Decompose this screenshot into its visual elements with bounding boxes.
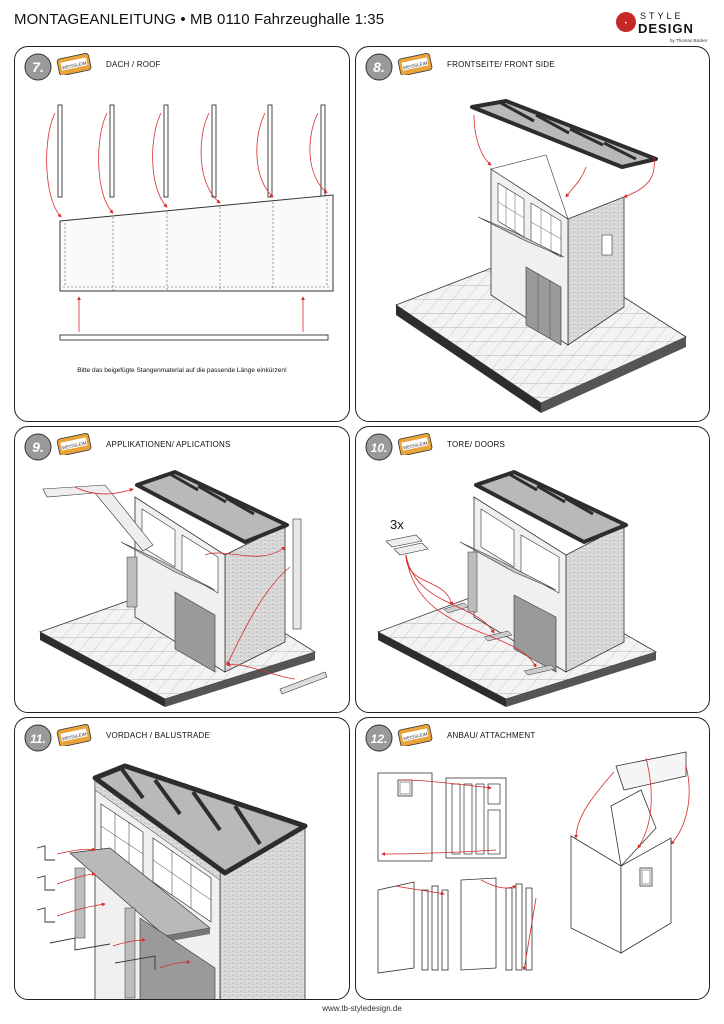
logo-badge-icon: · STYLE DESIGN by Thomas Bäcker — [616, 11, 708, 43]
step-panel-10: 10. WEISSLEIM TORE/ DOORS 3x — [355, 426, 710, 713]
step-number: 9. — [32, 439, 44, 455]
glue-bottle-icon: WEISSLEIM — [56, 53, 92, 75]
step-number-badge: 8. — [365, 53, 393, 81]
step-panel-9: 9. WEISSLEIM APPLIKATIONEN/ APLICATIONS — [14, 426, 350, 713]
step-number: 10. — [371, 441, 388, 455]
step-panel-11: 11. WEISSLEIM VORDACH / BALUSTRADE — [14, 717, 350, 1000]
logo-line2: DESIGN — [638, 21, 694, 36]
step-title: VORDACH / BALUSTRADE — [106, 731, 211, 740]
step-number-badge: 11. — [24, 724, 52, 752]
step-panel-8: 8. WEISSLEIM FRONTSEITE/ FRONT SIDE — [355, 46, 710, 422]
attachment-diagram — [377, 751, 690, 974]
step-title: TORE/ DOORS — [447, 440, 506, 449]
glue-bottle-icon: WEISSLEIM — [56, 724, 92, 746]
step-note: Bitte das beigefügte Stangenmaterial auf… — [77, 367, 287, 374]
canopy-balustrade-diagram — [36, 763, 308, 999]
glue-label: WEISSLEIM — [403, 731, 429, 741]
step-number-badge: 12. — [365, 724, 393, 752]
footer-url: www.tb-styledesign.de — [322, 1004, 402, 1013]
step-number-badge: 9. — [24, 433, 52, 461]
step-number: 7. — [32, 59, 44, 75]
step-number: 8. — [373, 59, 385, 75]
logo-byline: by Thomas Bäcker — [670, 38, 708, 43]
glue-bottle-icon: WEISSLEIM — [397, 433, 433, 455]
glue-label: WEISSLEIM — [62, 731, 88, 741]
front-side-diagram — [395, 99, 687, 413]
roof-assembly-diagram — [46, 104, 334, 341]
step-title: DACH / ROOF — [106, 60, 161, 69]
glue-label: WEISSLEIM — [403, 440, 429, 450]
page-header-title: MONTAGEANLEITUNG • MB 0110 Fahrzeughalle… — [14, 11, 385, 28]
step-title: ANBAU/ ATTACHMENT — [447, 731, 536, 740]
brand-logo: · STYLE DESIGN by Thomas Bäcker — [614, 9, 714, 45]
doors-diagram — [377, 470, 657, 707]
logo-line1: STYLE — [640, 11, 684, 21]
step-title: FRONTSEITE/ FRONT SIDE — [447, 60, 555, 69]
parts-count: 3x — [390, 517, 404, 532]
glue-bottle-icon: WEISSLEIM — [397, 53, 433, 75]
glue-label: WEISSLEIM — [62, 60, 88, 70]
glue-label: WEISSLEIM — [403, 60, 429, 70]
step-number: 11. — [30, 732, 46, 746]
svg-text:·: · — [624, 18, 627, 29]
glue-label: WEISSLEIM — [62, 440, 88, 450]
step-panel-12: 12. WEISSLEIM ANBAU/ ATTACHMENT — [355, 717, 710, 1000]
glue-bottle-icon: WEISSLEIM — [56, 433, 92, 455]
glue-bottle-icon: WEISSLEIM — [397, 724, 433, 746]
applications-diagram — [39, 470, 328, 707]
step-number: 12. — [371, 732, 388, 746]
step-number-badge: 10. — [365, 433, 393, 461]
step-panel-7: 7. WEISSLEIM DACH / ROOF — [14, 46, 350, 422]
step-title: APPLIKATIONEN/ APLICATIONS — [106, 440, 231, 449]
step-number-badge: 7. — [24, 53, 52, 81]
